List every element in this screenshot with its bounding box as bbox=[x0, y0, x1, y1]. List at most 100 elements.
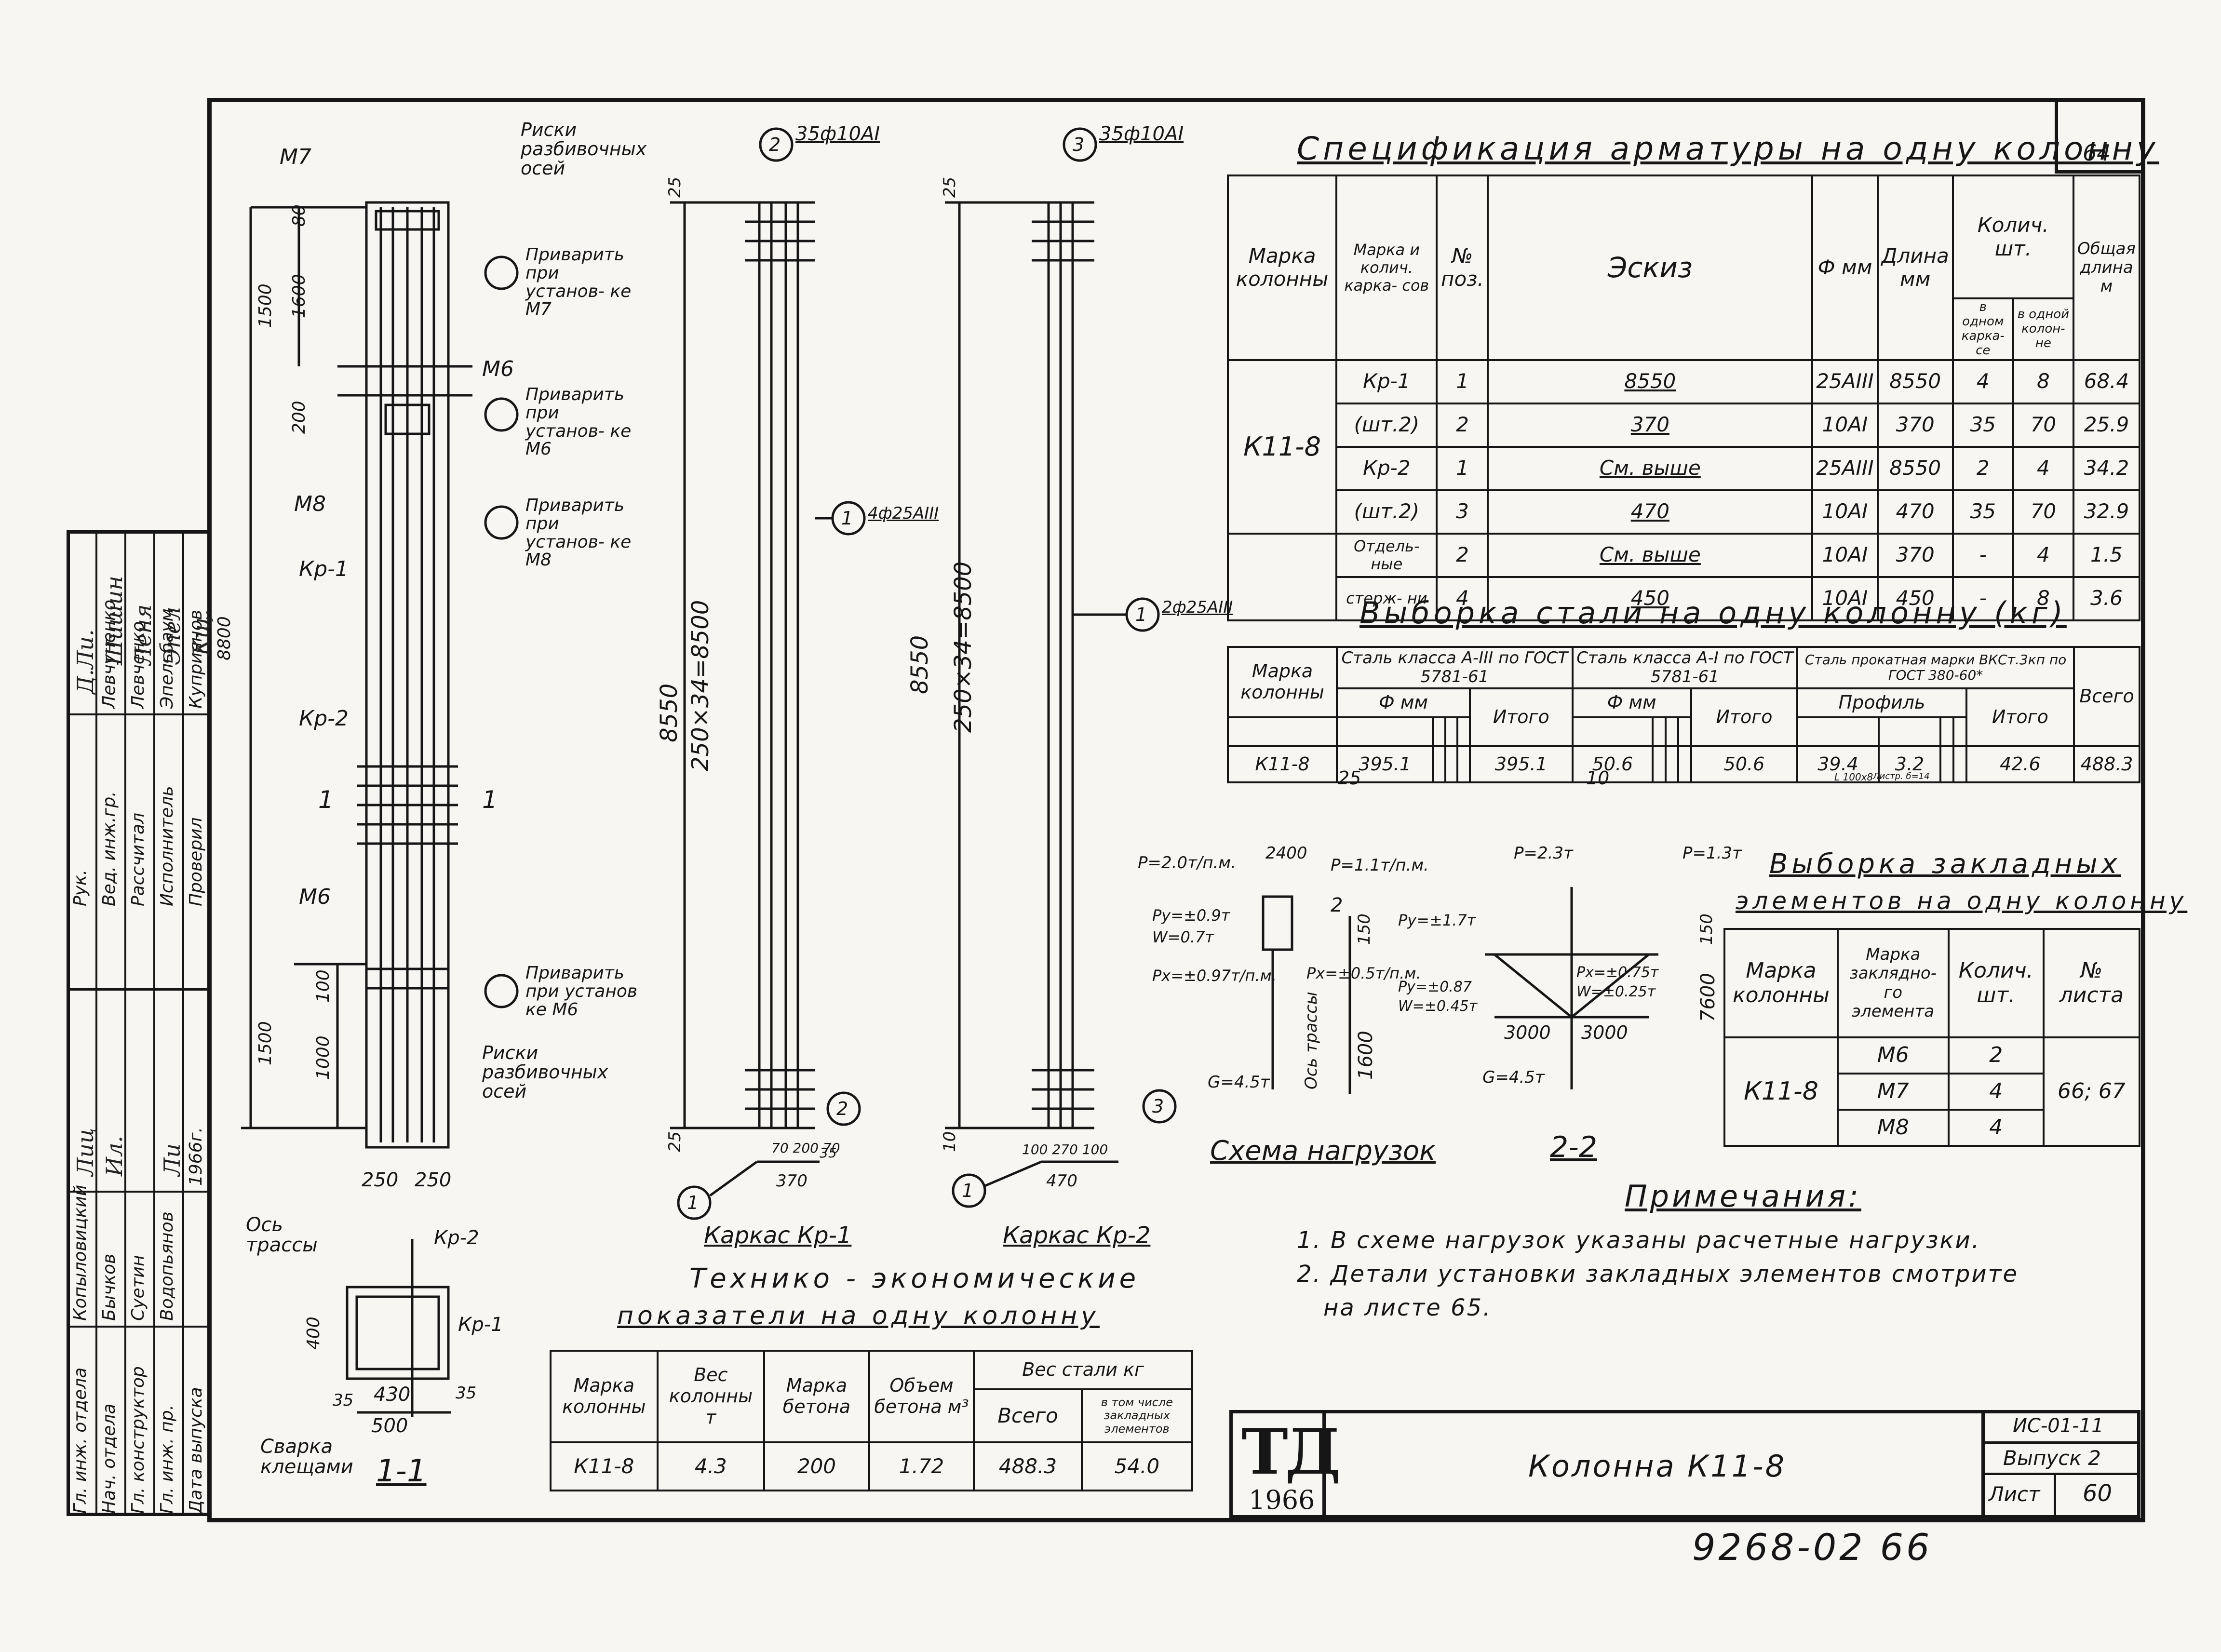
load-px: Px=±0.97т/п.м. bbox=[1152, 967, 1277, 985]
spec-q1: 4 bbox=[1952, 359, 2014, 404]
sec22-d3000a: 3000 bbox=[1504, 1022, 1551, 1043]
stamp-role: Вед. инж.гр. bbox=[99, 791, 119, 906]
tech-volume: 1.72 bbox=[868, 1441, 975, 1491]
steel-v10: 50.6 bbox=[1571, 745, 1654, 784]
cage1-bars: 35ф10АI bbox=[795, 123, 880, 145]
cage2-bars: 35ф10АI bbox=[1099, 123, 1184, 145]
sec22-g: G=4.5т bbox=[1482, 1068, 1545, 1087]
spec-len: 8550 bbox=[1876, 359, 1954, 404]
sec22-py17: Py=±1.7т bbox=[1398, 911, 1476, 929]
spec-total: 3.6 bbox=[2072, 576, 2141, 621]
steel-h-mark: Марка колонны bbox=[1227, 645, 1338, 719]
section-mark-left: 1 bbox=[318, 786, 334, 814]
spec-pos: 1 bbox=[1436, 445, 1489, 491]
sec22-title: 2-2 bbox=[1550, 1130, 1597, 1164]
spec-q2: 8 bbox=[2012, 576, 2074, 621]
tech-h-volume: Объем бетона м³ bbox=[868, 1350, 975, 1443]
cage2-pos: 3 bbox=[1073, 134, 1085, 155]
logo-year: 1966 bbox=[1249, 1485, 1315, 1515]
signature-6: Лиц bbox=[72, 1128, 98, 1176]
tech-concrete: 200 bbox=[763, 1441, 870, 1491]
sec22-d3000b: 3000 bbox=[1581, 1022, 1628, 1043]
series: ИС-01-11 bbox=[2013, 1415, 2104, 1437]
cage1-d25-top: 25 bbox=[665, 176, 685, 198]
steel-h-dia2: Ф мм bbox=[1571, 687, 1692, 719]
tech-h-concrete: Марка бетона bbox=[763, 1350, 870, 1443]
sheet-number: 60 bbox=[2083, 1480, 2113, 1507]
spec-len: 470 bbox=[1876, 489, 1954, 535]
cage1-w3: 35 bbox=[820, 1145, 837, 1161]
sec22-p23: P=2.3т bbox=[1514, 844, 1573, 863]
cage1-callout-bars: 4ф25АIII bbox=[868, 504, 939, 523]
embed-q: 4 bbox=[1947, 1073, 2045, 1111]
steel-empty bbox=[1677, 745, 1692, 784]
cage2-d25-top: 25 bbox=[940, 176, 959, 198]
spec-q2: 4 bbox=[2012, 532, 2074, 578]
label-riski-top: Риски разбивочных осей bbox=[521, 119, 647, 179]
spec-sketch: См. выше bbox=[1487, 532, 1814, 578]
steel-h-25 bbox=[1227, 716, 1338, 748]
steel-itogo1: 395.1 bbox=[1469, 745, 1574, 784]
spec-total: 68.4 bbox=[2072, 359, 2141, 404]
spec-h-dia: Ф мм bbox=[1811, 175, 1879, 361]
label-m8: М8 bbox=[294, 492, 326, 516]
cage1-dim: 250×34=8500 bbox=[687, 600, 714, 771]
spec-q1: 35 bbox=[1952, 402, 2014, 448]
embed-table: Марка колонны Марка заклядно- го элемент… bbox=[1723, 928, 2141, 1147]
steel-h-empty bbox=[1444, 716, 1459, 748]
tech-mark: К11-8 bbox=[550, 1441, 659, 1491]
spec-h-mark: Марка колонны bbox=[1226, 175, 1338, 361]
stamp-rule bbox=[182, 530, 184, 1516]
spec-sketch: 470 bbox=[1487, 489, 1814, 535]
spec-len: 370 bbox=[1876, 402, 1954, 448]
section-d500: 500 bbox=[371, 1415, 408, 1437]
dim-1600: 1600 bbox=[289, 274, 309, 318]
label-weld-m7: Приварить при установ- ке М7 bbox=[525, 245, 632, 320]
spec-h-total: Общая длина м bbox=[2072, 175, 2141, 361]
signature-3: Леня bbox=[130, 604, 156, 665]
spec-frame: (шт.2) bbox=[1335, 489, 1438, 535]
steel-h-total: Всего bbox=[2073, 645, 2140, 748]
spec-h-len: Длина мм bbox=[1876, 175, 1954, 361]
drawing-name: Колонна К11-8 bbox=[1528, 1449, 1787, 1484]
load-g: G=4.5т bbox=[1208, 1073, 1270, 1092]
stamp-lower-name: Копыловицкий bbox=[70, 1184, 90, 1321]
dim-1500-bottom: 1500 bbox=[256, 1021, 275, 1065]
stamp-lower-role: Гл. конструктор bbox=[128, 1366, 148, 1514]
spec-dia: 25АIII bbox=[1811, 445, 1879, 491]
label-riski-bottom: Риски разбивочных осей bbox=[482, 1042, 608, 1102]
spec-len: 8550 bbox=[1876, 445, 1954, 491]
embed-el: М8 bbox=[1836, 1109, 1950, 1147]
sec22-w025: W=±0.25т bbox=[1576, 983, 1656, 1000]
steel-itogo2: 50.6 bbox=[1690, 745, 1799, 784]
tech-h-weight: Вес колонны т bbox=[656, 1350, 766, 1443]
signature-4: Эпел bbox=[159, 606, 185, 665]
titleblock-rule bbox=[1981, 1441, 2140, 1444]
cage1-callout-1b: 1 bbox=[687, 1192, 699, 1213]
steel-h-g2: Сталь класса А-I по ГОСТ 5781-61 bbox=[1571, 645, 1799, 690]
spec-q2: 8 bbox=[2012, 359, 2074, 404]
cage2-callout-1: 1 bbox=[1135, 604, 1147, 625]
steel-d10-label: 10 bbox=[1586, 767, 1610, 789]
notes-title: Примечания: bbox=[1625, 1179, 1861, 1214]
spec-pos: 1 bbox=[1436, 359, 1489, 404]
spec-pos: 4 bbox=[1436, 576, 1489, 621]
tech-table: Марка колонны Вес колонны т Марка бетона… bbox=[550, 1350, 1194, 1491]
load-two: 2 bbox=[1331, 894, 1343, 916]
tech-h-steel: Вес стали кг bbox=[973, 1350, 1193, 1390]
stamp-rule bbox=[67, 988, 211, 991]
spec-dia: 25АIII bbox=[1811, 359, 1879, 404]
logo: ТД bbox=[1241, 1415, 1341, 1489]
dim-1000: 1000 bbox=[313, 1035, 333, 1080]
spec-frame: Кр-2 bbox=[1335, 445, 1438, 491]
tech-title-1: Технико - экономические bbox=[689, 1263, 1140, 1294]
spec-dia: 10АI bbox=[1811, 489, 1879, 535]
tech-weight: 4.3 bbox=[656, 1441, 766, 1491]
spec-total: 1.5 bbox=[2072, 532, 2141, 578]
section-kr2: Кр-2 bbox=[434, 1227, 479, 1249]
cage2-w2: 100 270 100 bbox=[1022, 1142, 1108, 1157]
embed-h-mark: Марка колонны bbox=[1723, 928, 1839, 1038]
sec22-w045: W=±0.45т bbox=[1398, 998, 1478, 1015]
spec-frame: (шт.2) bbox=[1335, 402, 1438, 448]
spec-h-q2: в одной колон- не bbox=[2012, 297, 2074, 361]
